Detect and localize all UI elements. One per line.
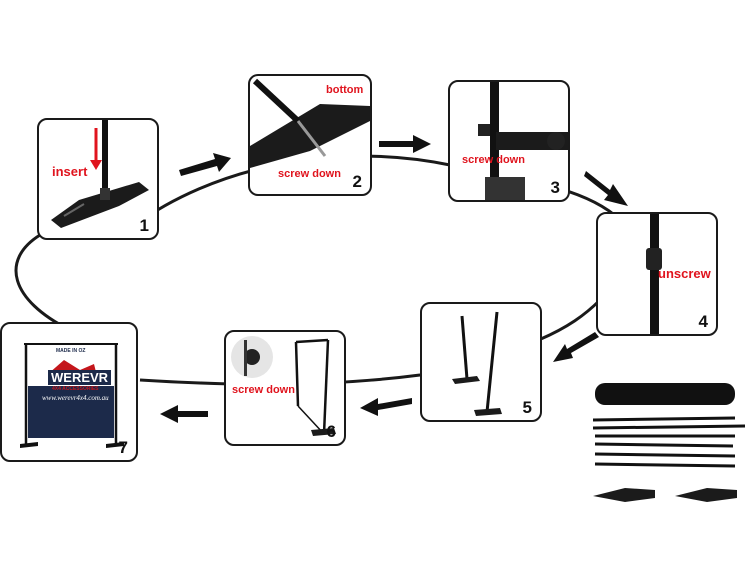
screw-bottom-illustration (250, 78, 370, 168)
step-7-number: 7 (118, 438, 128, 457)
step-5-number: 5 (522, 398, 532, 417)
step-3-panel: screw down 3 (448, 80, 570, 202)
finished-banner-frame (20, 343, 124, 448)
base-plate-illustration (51, 120, 149, 228)
black-arrow-icon (360, 398, 412, 416)
black-arrow-icon (584, 171, 628, 206)
step-2-number: 2 (352, 172, 362, 191)
step-5-panel: 5 (420, 302, 542, 422)
black-arrow-icon (160, 405, 208, 423)
step-4-label: unscrew (658, 266, 711, 281)
step-3-label: screw down (462, 154, 525, 166)
banner-header: MADE IN OZ (56, 348, 86, 354)
step-7-panel: MADE IN OZ WEREVR 4X4 ACCESSORIES www.we… (0, 322, 138, 462)
banner-brand: WEREVR (48, 370, 112, 385)
red-arrow-icon (90, 128, 102, 170)
step-6-panel: screw down 6 (224, 330, 346, 446)
step-2-top-label: bottom (326, 84, 364, 96)
step-2-label: screw down (278, 168, 341, 180)
banner-url: www.werevr4x4.com.au (42, 394, 109, 402)
frame-assembly-illustration (231, 336, 336, 436)
two-uprights-illustration (452, 311, 502, 416)
step-4-number: 4 (698, 312, 708, 331)
step-2-panel: bottom screw down 2 (248, 74, 372, 196)
step-4-panel: unscrew 4 (596, 212, 718, 336)
kit-contents-illustration (592, 383, 746, 502)
step-1-panel: insert 1 (37, 118, 159, 240)
pole-clamp-illustration (478, 82, 568, 200)
pole-joint-illustration (646, 214, 662, 334)
banner-tagline: 4X4 ACCESSORIES (52, 386, 99, 392)
step-3-number: 3 (550, 178, 560, 197)
black-arrow-icon (553, 332, 599, 362)
black-arrow-icon (179, 153, 231, 176)
black-arrow-icon (379, 135, 431, 153)
step-6-label: screw down (232, 384, 295, 396)
step-6-number: 6 (326, 422, 336, 441)
step-1-number: 1 (139, 216, 149, 235)
step-1-label: insert (52, 164, 88, 179)
